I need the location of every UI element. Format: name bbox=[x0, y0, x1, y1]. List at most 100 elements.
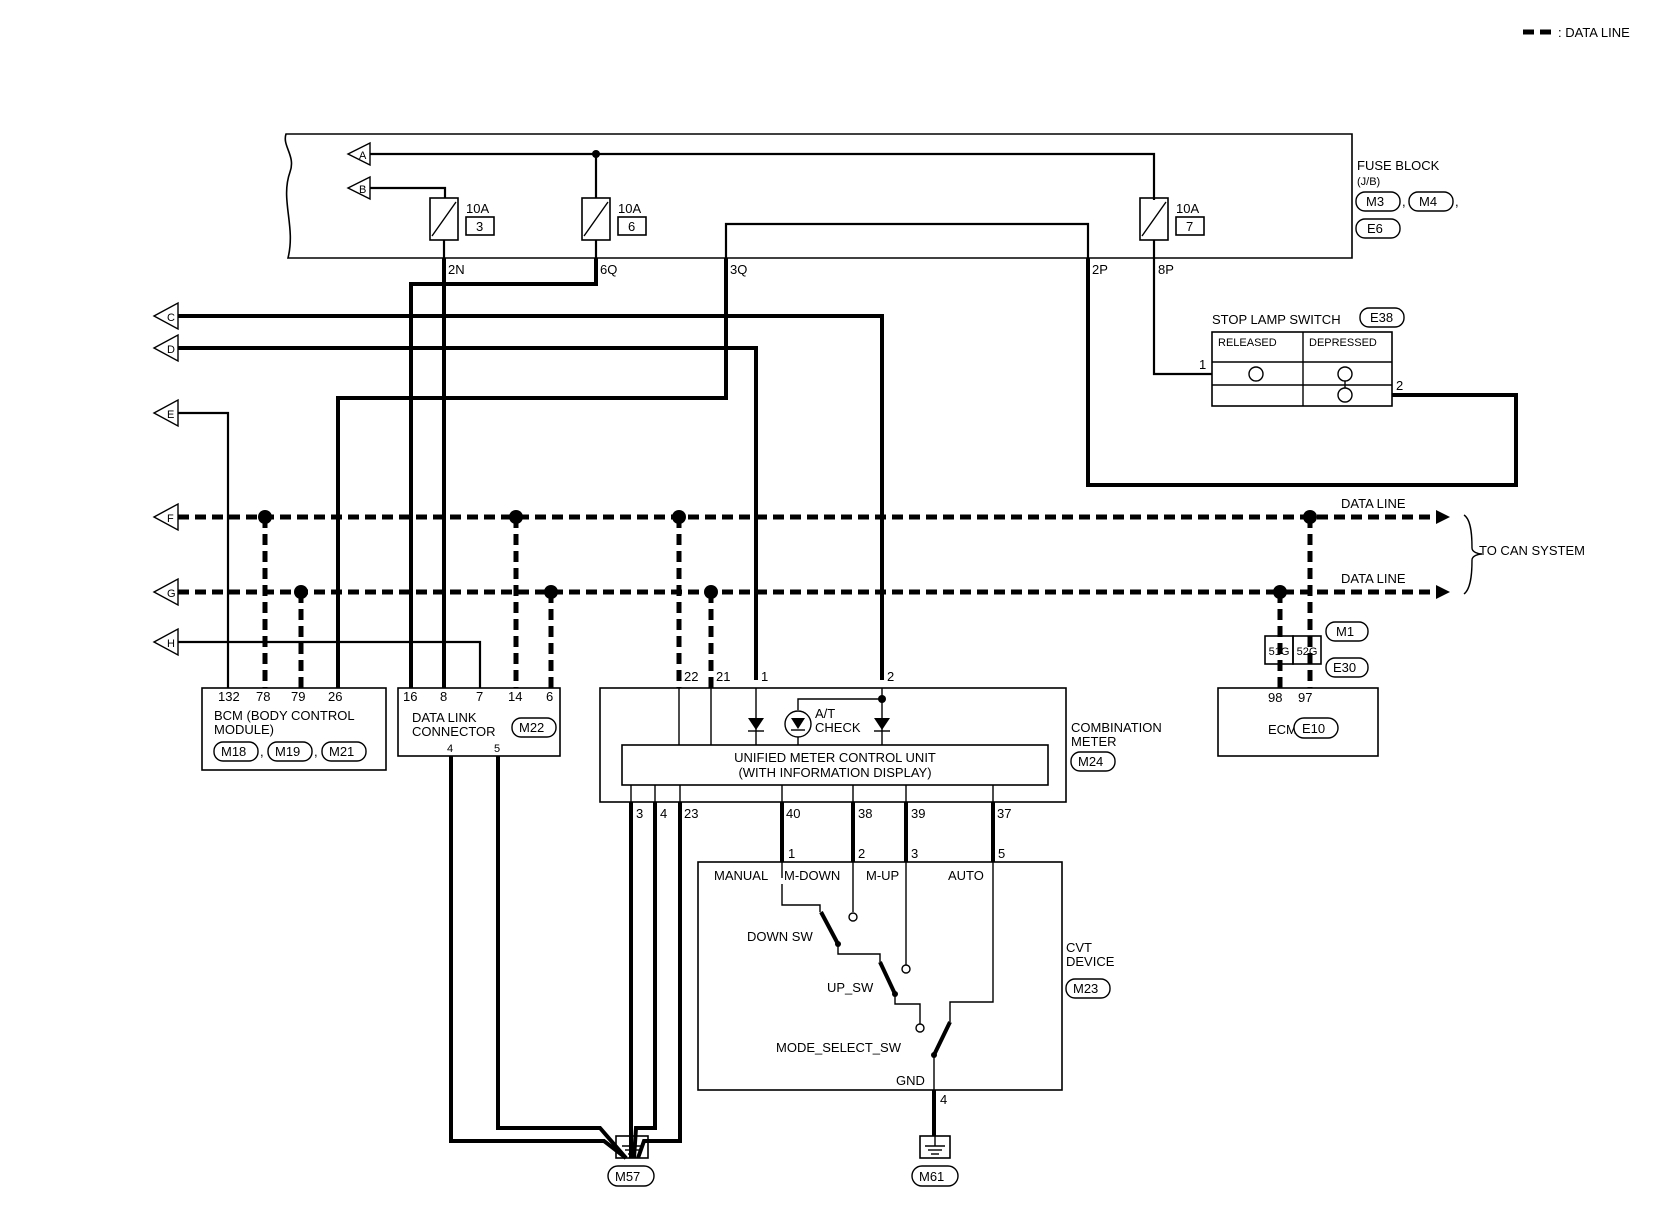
at-check-label-line1: A/T bbox=[815, 706, 835, 721]
bcm-pin-132: 132 bbox=[218, 689, 240, 704]
bcm-box bbox=[201, 687, 387, 771]
ref-arrow-b-label: B bbox=[359, 184, 366, 196]
down-sw-contact-icon bbox=[848, 912, 858, 922]
ref-arrow-h: H bbox=[152, 627, 179, 657]
wire-meter23-gnd bbox=[636, 802, 682, 1159]
data-line-upper-label: DATA LINE bbox=[1341, 496, 1406, 511]
cvt-pin-3: 3 bbox=[911, 846, 918, 861]
meter-pin-1: 1 bbox=[761, 669, 768, 684]
connector-label-m3: M3 bbox=[1366, 194, 1384, 209]
ref-arrow-d: D bbox=[152, 333, 179, 363]
ground-badge-m57 bbox=[607, 1165, 655, 1187]
fuse-7-rating: 10A bbox=[1176, 201, 1199, 216]
combination-meter-title-line1: COMBINATION bbox=[1071, 720, 1162, 735]
mode-select-contact-icon bbox=[915, 1023, 925, 1033]
meter-pin-38: 38 bbox=[858, 806, 872, 821]
internal-link-3q-2p bbox=[724, 222, 1090, 258]
fuse-block: FUSE BLOCK (J/B) M3 , M4 , E6 10A 3 10A … bbox=[284, 133, 1459, 277]
connector-badge-e10 bbox=[1293, 717, 1339, 739]
unit-title-line1: UNIFIED METER CONTROL UNIT bbox=[734, 750, 936, 765]
lamp-feed-wire bbox=[797, 698, 882, 710]
meter-pin-23: 23 bbox=[684, 806, 698, 821]
stop-lamp-pin1: 1 bbox=[1199, 357, 1206, 372]
dlc-pin-14: 14 bbox=[508, 689, 522, 704]
to-can-bracket bbox=[1463, 514, 1483, 595]
stop-lamp-switch-title: STOP LAMP SWITCH bbox=[1212, 312, 1341, 327]
fuse-7-number: 7 bbox=[1186, 219, 1193, 234]
pin2-diode-icon bbox=[874, 718, 890, 730]
cvt-title-line2: DEVICE bbox=[1066, 954, 1115, 969]
ground-badge-m61 bbox=[911, 1165, 959, 1187]
fuse-block-subtitle: (J/B) bbox=[1357, 176, 1380, 188]
ecm-pin-97: 97 bbox=[1298, 690, 1312, 705]
combination-meter-box bbox=[599, 687, 1067, 803]
ref-arrow-a-label: A bbox=[359, 150, 367, 162]
connector-badge-m3 bbox=[1355, 191, 1401, 212]
ref-arrow-a: A bbox=[346, 141, 371, 167]
wire-c-meter-pin2 bbox=[178, 314, 884, 680]
connector-badge-m22 bbox=[511, 717, 557, 738]
junction-g-meter bbox=[704, 585, 718, 599]
pin1-diode-icon bbox=[748, 718, 764, 730]
connector-badge-m19 bbox=[267, 741, 313, 762]
combination-meter-title-line2: METER bbox=[1071, 734, 1117, 749]
meter-pin-37: 37 bbox=[997, 806, 1011, 821]
connector-label-m4: M4 bbox=[1419, 194, 1437, 209]
cvt-device-box bbox=[697, 861, 1063, 1091]
cvt-gnd-label: GND bbox=[896, 1073, 925, 1088]
junction-f-dlc bbox=[509, 510, 523, 524]
connector-badge-m18 bbox=[213, 741, 259, 762]
connector-label-m23: M23 bbox=[1073, 981, 1098, 996]
wire-8p-stoplamp1 bbox=[1152, 258, 1212, 376]
cvt-label-manual: MANUAL bbox=[714, 868, 768, 883]
connector-label-e10: E10 bbox=[1302, 721, 1325, 736]
fuse-3-element bbox=[431, 201, 457, 237]
stop-lamp-switch: STOP LAMP SWITCH E38 RELEASED DEPRESSED … bbox=[1199, 307, 1405, 407]
dlc-title-line1: DATA LINK bbox=[412, 710, 477, 725]
ground-m57-icon bbox=[615, 1135, 649, 1159]
dlc-pin-4: 4 bbox=[447, 743, 453, 755]
connector-label-e38: E38 bbox=[1370, 310, 1393, 325]
at-check-label-line2: CHECK bbox=[815, 720, 861, 735]
terminal-2p: 2P bbox=[1092, 262, 1108, 277]
connector-label-m24: M24 bbox=[1078, 754, 1103, 769]
meter-pin-39: 39 bbox=[911, 806, 925, 821]
ref-arrow-g: G bbox=[152, 577, 179, 607]
data-link-connector: 16 8 7 14 6 DATA LINK CONNECTOR M22 4 5 bbox=[397, 687, 561, 757]
mode-select-sw-label: MODE_SELECT_SW bbox=[776, 1040, 902, 1055]
bcm: 132 78 79 26 BCM (BODY CONTROL MODULE) M… bbox=[201, 687, 387, 771]
cvt-pin1-wire bbox=[781, 884, 821, 912]
ref-arrow-e: E bbox=[152, 398, 179, 428]
separator-comma: , bbox=[1402, 194, 1406, 209]
cvt-pin-1: 1 bbox=[788, 846, 795, 861]
meter-pin-40: 40 bbox=[786, 806, 800, 821]
terminal-2n: 2N bbox=[448, 262, 465, 277]
dlc-pin-7: 7 bbox=[476, 689, 483, 704]
ecm-conn-pin-51g: 51G bbox=[1269, 646, 1290, 658]
depressed-contact-upper-icon bbox=[1337, 366, 1353, 382]
cvt-label-auto: AUTO bbox=[948, 868, 984, 883]
junction-g-bcm bbox=[294, 585, 308, 599]
terminal-3q: 3Q bbox=[730, 262, 747, 277]
fuse-6-element bbox=[583, 201, 609, 237]
ground-m61-icon bbox=[919, 1135, 951, 1159]
connector-label-m18: M18 bbox=[221, 744, 246, 759]
down-to-up-switch-wire bbox=[837, 944, 881, 962]
fuse-7-number-box bbox=[1175, 216, 1205, 236]
data-lines: DATA LINE DATA LINE TO CAN SYSTEM bbox=[178, 496, 1585, 688]
data-line-lower-label: DATA LINE bbox=[1341, 571, 1406, 586]
bcm-title-line1: BCM (BODY CONTROL bbox=[214, 708, 355, 723]
mode-select-sw-lever bbox=[932, 1021, 952, 1056]
bcm-pin-78: 78 bbox=[256, 689, 270, 704]
cvt-gnd-pin: 4 bbox=[940, 1092, 947, 1107]
wire-e-bcm132 bbox=[178, 411, 230, 688]
dlc-title-line2: CONNECTOR bbox=[412, 724, 496, 739]
ref-arrow-c: C bbox=[152, 301, 179, 331]
ecm: 51G 52G M1 E30 98 97 ECM E10 bbox=[1217, 621, 1379, 757]
ref-arrow-g-label: G bbox=[167, 588, 176, 600]
fuse-6-number-box bbox=[617, 216, 647, 236]
meter-pin-4: 4 bbox=[660, 806, 667, 821]
ecm-box bbox=[1217, 687, 1379, 757]
cvt-pin-5: 5 bbox=[998, 846, 1005, 861]
